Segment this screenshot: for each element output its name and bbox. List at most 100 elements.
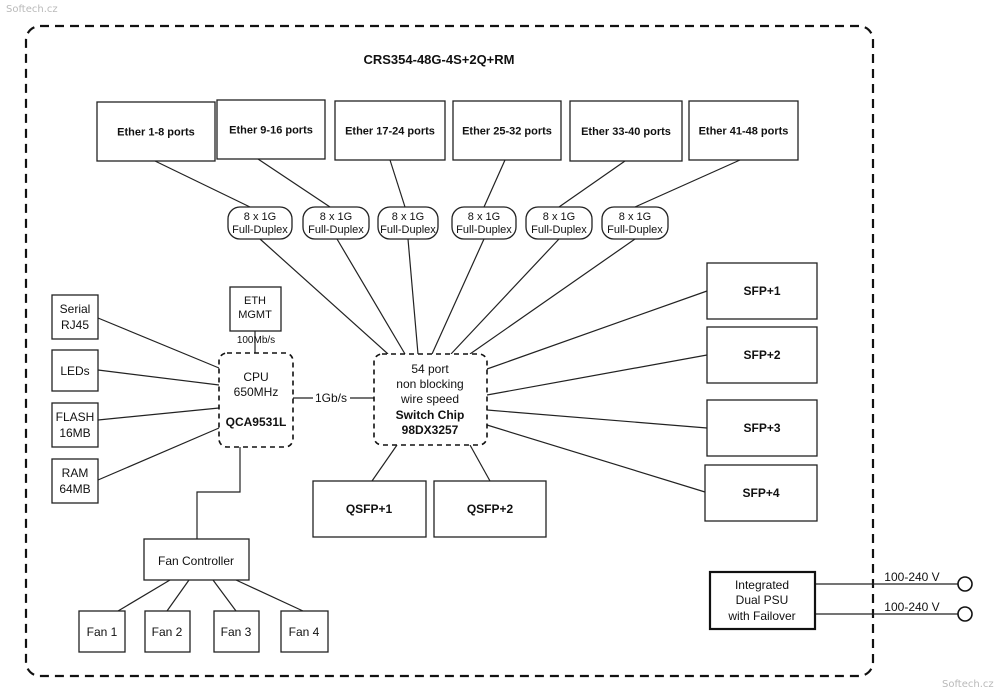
- wire-link-4: [431, 238, 485, 355]
- fan-label-3: Fan 3: [221, 625, 252, 639]
- wire-fan-3: [212, 579, 237, 612]
- leds-box: LEDs: [51, 349, 99, 392]
- wire-link-3: [407, 238, 419, 355]
- switch-line-2: non blocking: [396, 377, 463, 391]
- ether-label-2: Ether 9-16 ports: [229, 125, 313, 137]
- wire-ether-4: [483, 159, 506, 208]
- link-duplex-1: Full-Duplex: [232, 224, 288, 236]
- wire-fan-4: [235, 579, 304, 612]
- serial-line-2: RJ45: [61, 318, 89, 332]
- ether-label-3: Ether 17-24 ports: [345, 126, 435, 138]
- fan-box-1: Fan 1: [78, 610, 126, 653]
- serial-rj45-box: Serial RJ45: [51, 294, 99, 340]
- sfp-label-1: SFP+1: [743, 284, 780, 298]
- wire-link-6: [469, 238, 636, 355]
- ram-box: RAM 64MB: [51, 458, 99, 504]
- flash-line-1: FLASH: [56, 410, 95, 424]
- wire-qsfp-2: [469, 444, 491, 482]
- psu-input-label-2: 100-240 V: [884, 600, 939, 614]
- wire-sfp-3: [486, 409, 708, 429]
- wire-link-2: [336, 238, 406, 355]
- psu-line-3: with Failover: [727, 609, 795, 623]
- wire-fan-1: [117, 579, 171, 612]
- wire-flash: [97, 407, 220, 421]
- fan-controller-label: Fan Controller: [158, 554, 234, 568]
- ether-box-4: Ether 25-32 ports: [452, 100, 562, 161]
- switch-chip-model: 98DX3257: [402, 423, 459, 437]
- flash-line-2: 16MB: [59, 426, 90, 440]
- qsfp-label-1: QSFP+1: [346, 502, 393, 516]
- wire-qsfp-1: [371, 444, 398, 482]
- wire-ether-5: [558, 160, 626, 208]
- eth-mgmt-line-2: MGMT: [238, 309, 272, 321]
- flash-box: FLASH 16MB: [51, 402, 99, 448]
- fan-controller-box: Fan Controller: [143, 538, 250, 581]
- link-speed-4: 8 x 1G: [468, 211, 500, 223]
- connectors: [97, 158, 958, 615]
- link-duplex-2: Full-Duplex: [308, 224, 364, 236]
- sfp-box-2: SFP+2: [706, 326, 818, 384]
- cpu-line-1: CPU: [243, 370, 268, 384]
- wire-ether-1: [154, 160, 251, 208]
- sfp-label-4: SFP+4: [742, 486, 779, 500]
- device-title: CRS354-48G-4S+2Q+RM: [363, 52, 514, 67]
- link-speed-5: 8 x 1G: [543, 211, 575, 223]
- eth-mgmt: ETH MGMT: [229, 286, 282, 332]
- ether-box-3: Ether 17-24 ports: [334, 100, 446, 161]
- wire-sfp-4: [486, 424, 706, 493]
- fan-box-4: Fan 4: [280, 610, 329, 653]
- wire-sfp-2: [486, 354, 708, 396]
- psu-input-label-1: 100-240 V: [884, 570, 939, 584]
- switch-chip: 54 port non blocking wire speed Switch C…: [373, 353, 488, 446]
- wire-cpu-fan: [196, 447, 241, 539]
- cpu-link-speed: 1Gb/s: [315, 391, 347, 405]
- ether-label-5: Ether 33-40 ports: [581, 126, 671, 138]
- serial-line-1: Serial: [60, 302, 91, 316]
- qsfp-box-1: QSFP+1: [312, 480, 427, 538]
- ram-line-1: RAM: [62, 466, 89, 480]
- switch-line-1: 54 port: [411, 362, 449, 376]
- fan-label-1: Fan 1: [87, 625, 118, 639]
- switch-chip-name: Switch Chip: [396, 408, 465, 422]
- sfp-box-3: SFP+3: [706, 399, 818, 457]
- cpu-model: QCA9531L: [226, 415, 287, 429]
- wire-leds: [97, 369, 220, 386]
- psu-line-1: Integrated: [735, 578, 789, 592]
- ether-box-2: Ether 9-16 ports: [216, 99, 326, 160]
- fan-label-2: Fan 2: [152, 625, 183, 639]
- wire-link-1: [259, 238, 389, 355]
- ether-box-5: Ether 33-40 ports: [569, 100, 683, 162]
- device-boundary: [24, 24, 875, 678]
- wire-ram: [97, 427, 220, 481]
- fan-box-2: Fan 2: [144, 610, 191, 653]
- fan-box-3: Fan 3: [213, 610, 260, 653]
- eth-mgmt-speed: 100Mb/s: [237, 335, 275, 346]
- wire-ether-3: [389, 159, 406, 208]
- link-speed-6: 8 x 1G: [619, 211, 651, 223]
- leds-label: LEDs: [60, 364, 89, 378]
- sfp-box-4: SFP+4: [704, 464, 818, 522]
- eth-mgmt-line-1: ETH: [244, 295, 266, 307]
- wire-link-5: [450, 238, 560, 355]
- fan-label-4: Fan 4: [289, 625, 320, 639]
- link-duplex-5: Full-Duplex: [531, 224, 587, 236]
- link-speed-1: 8 x 1G: [244, 211, 276, 223]
- wire-ether-6: [634, 159, 741, 208]
- watermark-top: Softech.cz: [6, 4, 58, 15]
- sfp-box-1: SFP+1: [706, 262, 818, 320]
- link-speed-2: 8 x 1G: [320, 211, 352, 223]
- qsfp-label-2: QSFP+2: [467, 502, 514, 516]
- qsfp-box-2: QSFP+2: [433, 480, 547, 538]
- wire-serial: [97, 317, 220, 369]
- ether-label-6: Ether 41-48 ports: [699, 126, 789, 138]
- ether-box-6: Ether 41-48 ports: [688, 100, 799, 161]
- ether-label-4: Ether 25-32 ports: [462, 126, 552, 138]
- power-connector-icon: [957, 576, 973, 592]
- wire-fan-2: [166, 579, 190, 612]
